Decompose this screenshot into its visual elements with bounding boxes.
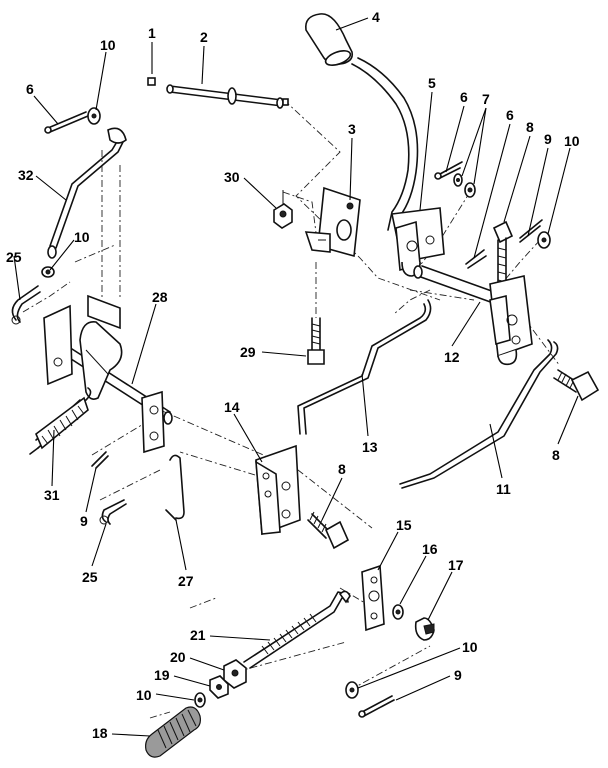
washer-10-lower xyxy=(194,692,206,708)
callout-8-upper: 8 xyxy=(526,119,534,135)
threaded-rod-21 xyxy=(243,590,351,669)
callout-25-upper: 25 xyxy=(6,249,22,265)
shaft-28 xyxy=(43,294,173,454)
callout-6-left: 6 xyxy=(26,81,34,97)
hardware-upper-left xyxy=(44,107,101,134)
alignment-lines xyxy=(22,99,561,719)
callout-5: 5 xyxy=(428,75,436,91)
handle-grip-4 xyxy=(304,13,354,66)
cotter-pin-1 xyxy=(147,77,156,86)
nut-30 xyxy=(273,190,293,229)
callout-19: 19 xyxy=(154,667,170,683)
callout-9-lower-left: 9 xyxy=(80,513,88,529)
hardware-lower-right xyxy=(345,681,395,718)
callout-10-left: 10 xyxy=(74,229,90,245)
callout-21: 21 xyxy=(190,627,206,643)
plate-15 xyxy=(361,564,385,632)
rod-32 xyxy=(41,127,127,278)
bracket-3 xyxy=(304,186,361,258)
bolt-8-mid xyxy=(307,511,350,550)
bracket-14 xyxy=(255,444,301,536)
nut-20 xyxy=(223,659,247,689)
callout-leaders xyxy=(13,17,579,737)
callout-9-upper: 9 xyxy=(544,131,552,147)
cotter-pin-25-upper xyxy=(11,285,41,325)
spring-31 xyxy=(29,387,92,455)
callout-4: 4 xyxy=(372,9,380,25)
callout-6-upper: 6 xyxy=(460,89,468,105)
callout-13: 13 xyxy=(362,439,378,455)
bolt-29 xyxy=(307,317,325,365)
callout-16: 16 xyxy=(422,541,438,557)
callout-3: 3 xyxy=(348,121,356,137)
callout-12: 12 xyxy=(444,349,460,365)
shift-lever-5 xyxy=(351,57,445,277)
callout-labels: 1 2 3 4 5 6 6 6 7 8 8 8 9 9 9 10 10 10 1… xyxy=(6,9,580,741)
callout-10-upper-right: 10 xyxy=(564,133,580,149)
callout-29: 29 xyxy=(240,344,256,360)
callout-18: 18 xyxy=(92,725,108,741)
callout-20: 20 xyxy=(170,649,186,665)
callout-25-lower: 25 xyxy=(82,569,98,585)
pin-2 xyxy=(166,84,289,109)
washer-16 xyxy=(392,604,404,620)
rod-11 xyxy=(399,339,559,489)
rod-13 xyxy=(297,299,432,435)
callout-6-second: 6 xyxy=(506,107,514,123)
callout-11: 11 xyxy=(496,481,511,497)
callout-7: 7 xyxy=(482,91,490,107)
callout-10-lower-right: 10 xyxy=(462,639,478,655)
bolt-8-right xyxy=(553,369,600,402)
link-27 xyxy=(165,454,185,521)
callout-32: 32 xyxy=(18,167,34,183)
callout-14: 14 xyxy=(224,399,240,415)
callout-1: 1 xyxy=(148,25,156,41)
callout-2: 2 xyxy=(200,29,208,45)
callout-27: 27 xyxy=(178,573,194,589)
callout-8-mid: 8 xyxy=(338,461,346,477)
callout-10-lower: 10 xyxy=(136,687,152,703)
clip-17 xyxy=(414,617,435,641)
shaft-bracket-12 xyxy=(413,265,533,366)
callout-31: 31 xyxy=(44,487,60,503)
grip-18 xyxy=(145,706,201,758)
callout-15: 15 xyxy=(396,517,412,533)
callout-10-top-left: 10 xyxy=(100,37,116,53)
hardware-upper-right xyxy=(434,161,551,287)
hardware-lower-left xyxy=(91,451,127,525)
callout-28: 28 xyxy=(152,289,168,305)
callout-30: 30 xyxy=(224,169,240,185)
callout-9-lower-right: 9 xyxy=(454,667,462,683)
nut-19 xyxy=(209,675,229,699)
callout-8-right: 8 xyxy=(552,447,560,463)
callout-17: 17 xyxy=(448,557,464,573)
